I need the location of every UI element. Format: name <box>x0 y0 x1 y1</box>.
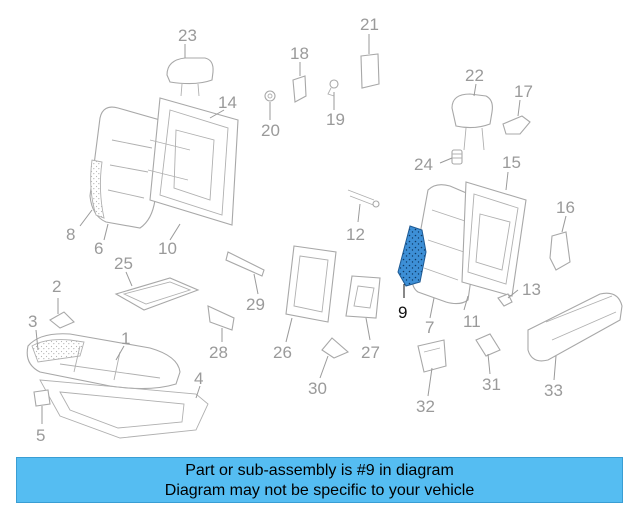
part-20 <box>264 90 276 102</box>
callout-10: 10 <box>158 239 177 258</box>
callout-15: 15 <box>502 153 521 172</box>
banner-disclaimer: Diagram may not be specific to your vehi… <box>164 482 475 499</box>
part-23-headrest <box>166 57 214 97</box>
part-18 <box>292 75 307 103</box>
leader-lines <box>35 34 567 424</box>
callout-25: 25 <box>114 254 133 273</box>
callout-4: 4 <box>194 369 203 388</box>
callout-2: 2 <box>52 277 61 296</box>
part-21 <box>360 53 380 89</box>
callout-1: 1 <box>121 329 130 348</box>
part-4-seat-frame <box>39 379 209 439</box>
callout-20: 20 <box>261 121 280 140</box>
part-9-side-bolster <box>397 225 427 287</box>
callout-14: 14 <box>218 93 237 112</box>
part-22-headrest <box>451 93 493 151</box>
callout-11: 11 <box>463 312 481 331</box>
callout-21: 21 <box>360 15 379 34</box>
callout-19: 19 <box>326 110 345 129</box>
part-2 <box>49 311 75 329</box>
part-5 <box>33 389 51 407</box>
callout-16: 16 <box>556 198 575 217</box>
callout-7: 7 <box>425 318 434 337</box>
part-33-cushion <box>527 292 623 362</box>
part-16 <box>549 231 571 271</box>
part-19 <box>327 79 339 97</box>
part-28 <box>207 305 235 331</box>
callout-33: 33 <box>544 381 563 400</box>
part-17 <box>502 115 531 135</box>
callout-26: 26 <box>273 343 292 362</box>
callout-23: 23 <box>178 26 197 45</box>
callouts: 23 14 18 19 20 21 22 17 24 15 16 12 13 1… <box>28 15 575 445</box>
callout-8: 8 <box>66 225 75 244</box>
part-24 <box>451 149 463 165</box>
callout-3: 3 <box>28 312 37 331</box>
callout-9: 9 <box>398 303 407 322</box>
callout-29: 29 <box>246 295 265 314</box>
callout-6: 6 <box>94 239 103 258</box>
part-29 <box>225 251 265 277</box>
banner-part-note: Part or sub-assembly is #9 in diagram <box>185 462 454 479</box>
callout-27: 27 <box>361 343 380 362</box>
part-1-seat-cushion <box>26 333 181 390</box>
callout-12: 12 <box>346 225 365 244</box>
info-banner: Part or sub-assembly is #9 in diagram Di… <box>16 457 623 503</box>
part-31 <box>475 333 501 357</box>
part-14-seat-frame <box>147 97 239 226</box>
part-26-frame <box>285 245 337 323</box>
callout-31: 31 <box>482 375 501 394</box>
callout-13: 13 <box>522 280 541 299</box>
callout-18: 18 <box>290 44 309 63</box>
callout-17: 17 <box>514 82 533 101</box>
callout-24: 24 <box>414 155 433 174</box>
parts-diagram: 23 14 18 19 20 21 22 17 24 15 16 12 13 1… <box>26 15 623 445</box>
callout-5: 5 <box>36 426 45 445</box>
part-15-seat-frame <box>461 181 527 297</box>
callout-22: 22 <box>465 66 484 85</box>
callout-32: 32 <box>416 397 435 416</box>
callout-30: 30 <box>308 379 327 398</box>
part-12 <box>347 189 380 208</box>
part-30 <box>321 337 350 359</box>
part-27-bracket <box>345 275 381 319</box>
callout-28: 28 <box>209 343 228 362</box>
part-25 <box>114 277 200 311</box>
part-32-bracket <box>417 339 447 373</box>
